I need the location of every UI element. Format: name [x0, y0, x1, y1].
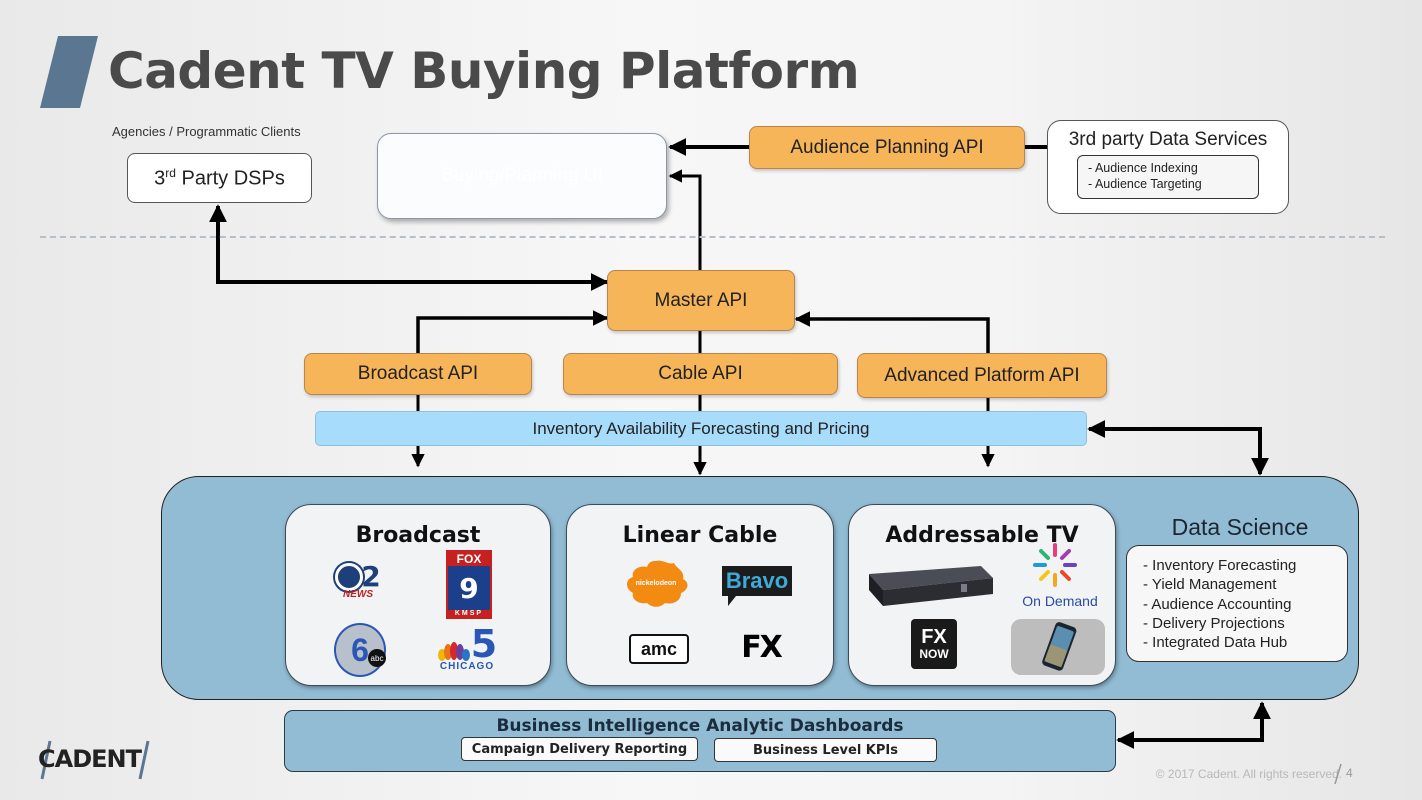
on-demand-wheel	[1025, 541, 1085, 589]
abc6-logo: 6 abc	[334, 623, 386, 677]
third-party-data-list: - Audience Indexing - Audience Targeting	[1077, 155, 1259, 199]
data-service-item: - Audience Indexing	[1088, 161, 1198, 175]
fx-logo: FX	[741, 629, 783, 665]
business-level-kpis-chip[interactable]: Business Level KPIs	[714, 738, 937, 762]
inventory-forecasting-bar[interactable]: Inventory Availability Forecasting and P…	[315, 411, 1087, 446]
arrow-master-to-ui	[668, 169, 702, 270]
page-title: Cadent TV Buying Platform	[108, 42, 860, 100]
linear-cable-card[interactable]: Linear Cable nickelodeon Bravo amc FX	[566, 504, 834, 686]
divider-dashed	[40, 236, 1385, 238]
data-science-item: - Inventory Forecasting	[1143, 557, 1297, 574]
cadent-logo: CADENT	[38, 740, 150, 780]
cadent-logo-slashes	[40, 740, 150, 780]
amc-logo: amc	[629, 634, 689, 664]
arrow-advanced-to-master	[794, 311, 990, 353]
nick-splat-icon	[627, 560, 688, 607]
smartphone-image	[1011, 619, 1105, 675]
cable-api-box[interactable]: Cable API	[563, 353, 838, 395]
nickelodeon-logo: nickelodeon	[619, 555, 693, 611]
data-science-item: - Audience Accounting	[1143, 595, 1292, 613]
addressable-tv-card[interactable]: Addressable TV On Demand FX NOW	[848, 504, 1116, 686]
page-number: 4	[1346, 766, 1353, 780]
arrow-datascience-inventory	[1087, 420, 1269, 476]
page-number-slash	[1334, 763, 1342, 785]
addressable-tv-title: Addressable TV	[885, 523, 1079, 548]
master-api-box[interactable]: Master API	[607, 270, 795, 331]
agencies-label: Agencies / Programmatic Clients	[112, 124, 301, 139]
data-science-title: Data Science	[1171, 514, 1309, 540]
nbc-peacock-icon	[437, 641, 470, 661]
business-intelligence-panel[interactable]	[284, 710, 1116, 772]
third-party-data-title: 3rd party Data Services	[1068, 129, 1268, 150]
arrow-bi-datascience	[1116, 701, 1271, 749]
nbc5-logo: 5 CHICAGO	[432, 623, 502, 675]
copyright-footer: © 2017 Cadent. All rights reserved.	[1155, 767, 1342, 781]
on-demand-label: On Demand	[1022, 593, 1098, 609]
data-science-item: - Yield Management	[1143, 576, 1277, 594]
fox9-logo: FOX 9 KMSP	[446, 550, 492, 619]
bravo-logo: Bravo	[721, 559, 793, 606]
data-service-item: - Audience Targeting	[1088, 177, 1202, 191]
third-party-dsps-box[interactable]: 3rd Party DSPs	[127, 153, 312, 203]
set-top-box-icon	[869, 566, 993, 606]
arrow-broadcast-to-master	[416, 310, 609, 353]
set-top-box-image	[863, 560, 995, 610]
cbs2-logo: 2 NEWS	[328, 559, 388, 601]
linear-cable-title: Linear Cable	[622, 523, 778, 548]
broadcast-card[interactable]: Broadcast 2 NEWS FOX 9 KMSP 6 abc 5 CHIC…	[285, 504, 551, 686]
title-slash-accent	[40, 36, 98, 108]
business-intelligence-title: Business Intelligence Analytic Dashboard…	[496, 716, 904, 736]
fx-now-logo: FX NOW	[911, 619, 957, 669]
dsp-label: 3rd Party DSPs	[154, 165, 285, 190]
campaign-delivery-reporting-chip[interactable]: Campaign Delivery Reporting	[461, 737, 698, 761]
data-science-item: - Integrated Data Hub	[1143, 634, 1288, 652]
smartphone-icon	[1042, 622, 1077, 671]
data-science-list[interactable]: - Inventory Forecasting - Yield Manageme…	[1126, 545, 1348, 662]
data-science-item: - Delivery Projections	[1143, 614, 1285, 632]
broadcast-title: Broadcast	[355, 523, 481, 548]
buying-planning-ui-box[interactable]: Buying/Planning UI	[377, 133, 667, 219]
advanced-platform-api-box[interactable]: Advanced Platform API	[857, 353, 1107, 398]
broadcast-api-box[interactable]: Broadcast API	[304, 353, 532, 395]
audience-planning-api-box[interactable]: Audience Planning API	[749, 126, 1025, 169]
on-demand-icon	[1033, 543, 1077, 587]
third-party-data-services-box[interactable]: 3rd party Data Services - Audience Index…	[1047, 120, 1289, 214]
